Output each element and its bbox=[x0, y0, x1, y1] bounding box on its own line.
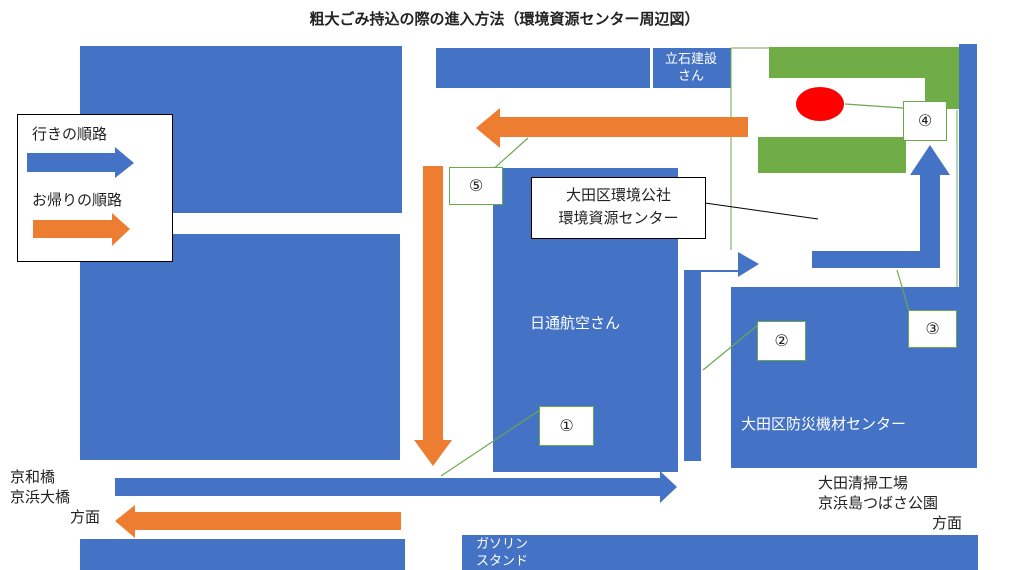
return-arrow-exit bbox=[476, 108, 748, 148]
tateishi-label-line2: さん bbox=[677, 69, 704, 84]
building-tateishi bbox=[653, 48, 731, 88]
building-bottom-left bbox=[80, 539, 405, 570]
right-destination-line1: 大田清掃工場 bbox=[818, 474, 909, 492]
building-top-strip bbox=[436, 48, 650, 88]
left-destination-line1: 京和橋 bbox=[10, 468, 56, 486]
facility-label-line1: 大田区環境公社 bbox=[565, 186, 671, 204]
callout-line-1 bbox=[440, 409, 541, 477]
outbound-arrow-turn-in bbox=[684, 252, 759, 461]
left-destination-line3: 方面 bbox=[70, 508, 101, 526]
facility-label-line2: 環境資源センター bbox=[558, 209, 679, 227]
legend-return-label: お帰りの順路 bbox=[32, 191, 123, 209]
bousai-label: 大田区防災機材センター bbox=[741, 415, 907, 433]
building-left-middle bbox=[80, 234, 400, 460]
callout-line-3 bbox=[896, 269, 911, 315]
tateishi-label-line1: 立石建設 bbox=[664, 52, 717, 67]
left-destination-label: 京和橋 京浜大橋 方面 bbox=[10, 467, 100, 527]
map-title: 粗大ごみ持込の際の進入方法（環境資源センター周辺図） bbox=[309, 10, 700, 28]
return-arrow-down bbox=[414, 166, 452, 466]
nittsu-label: 日通航空さん bbox=[530, 314, 621, 332]
gas-station-line2: スタンド bbox=[476, 554, 529, 569]
callout-line-2 bbox=[702, 324, 759, 371]
green-area-middle bbox=[758, 137, 906, 173]
marker-4: ④ bbox=[903, 101, 947, 141]
drop-off-point-pin bbox=[796, 87, 844, 121]
marker-3: ③ bbox=[908, 310, 957, 348]
right-destination-label: 大田清掃工場 京浜島つばさ公園 方面 bbox=[800, 473, 962, 533]
outbound-arrow-main-road bbox=[115, 471, 677, 503]
callout-line-5 bbox=[489, 137, 529, 173]
building-right-strip bbox=[959, 44, 977, 468]
tateishi-label: 立石建設 さん bbox=[662, 51, 720, 85]
callout-line-facility bbox=[704, 202, 819, 220]
right-destination-line3: 方面 bbox=[931, 514, 962, 532]
facility-label-box: 大田区環境公社 環境資源センター bbox=[531, 177, 706, 239]
marker-2: ② bbox=[757, 321, 806, 361]
left-destination-line2: 京浜大橋 bbox=[10, 488, 71, 506]
gas-station-label: ガソリン スタンド bbox=[476, 536, 528, 570]
legend-outbound-label: 行きの順路 bbox=[32, 125, 108, 143]
building-gas-station bbox=[462, 535, 978, 570]
gas-station-line1: ガソリン bbox=[476, 537, 529, 552]
marker-5: ⑤ bbox=[449, 167, 503, 205]
green-area-right bbox=[925, 47, 959, 109]
callout-line-4 bbox=[844, 103, 904, 109]
outbound-arrow-inner bbox=[812, 145, 950, 268]
building-bousai bbox=[731, 380, 959, 468]
return-arrow-main-road bbox=[115, 505, 401, 538]
right-destination-line2: 京浜島つばさ公園 bbox=[818, 494, 939, 512]
marker-1: ① bbox=[539, 406, 594, 446]
route-legend: 行きの順路 お帰りの順路 bbox=[17, 114, 173, 262]
